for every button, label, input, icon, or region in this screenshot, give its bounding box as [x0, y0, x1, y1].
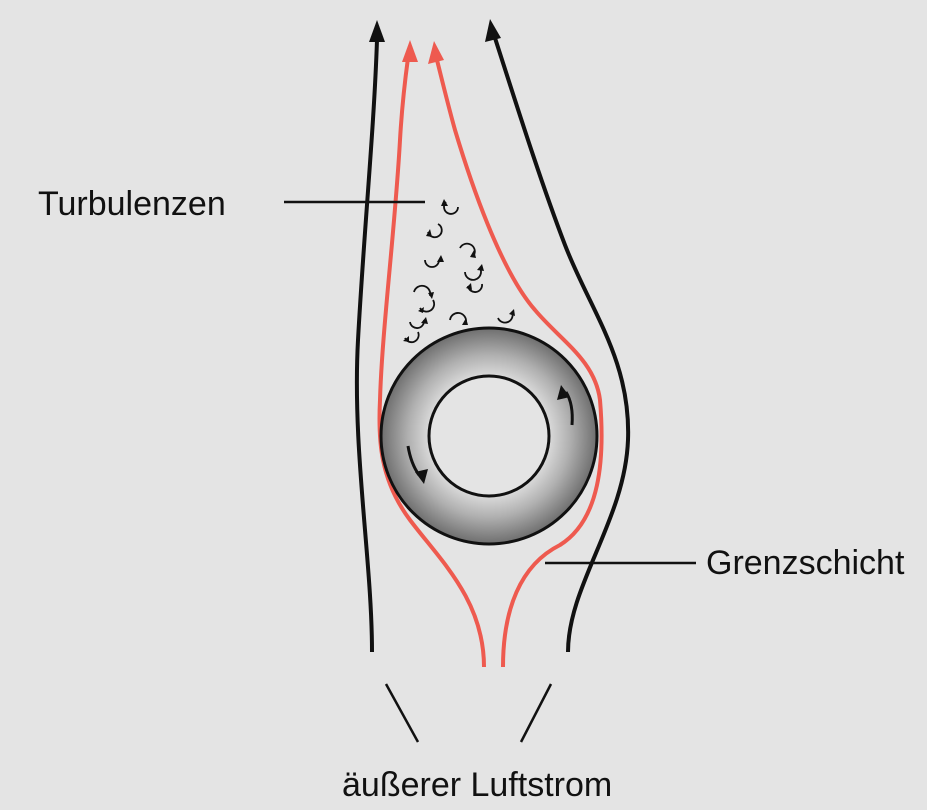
turbulence-label: Turbulenzen: [38, 187, 226, 221]
arrowhead-icon: [428, 41, 444, 64]
cylinder-hole: [429, 376, 549, 496]
arrowhead-icon: [485, 19, 501, 42]
swirl-arrow-icon: [450, 313, 466, 322]
arrowhead-icon: [369, 20, 385, 42]
swirl-arrow-icon: [410, 320, 424, 328]
swirl-arrow-icon: [414, 286, 430, 296]
arrowhead-icon: [402, 40, 418, 62]
swirl-arrow-icon: [425, 260, 439, 267]
outer-airflow-label: äußerer Luftstrom: [342, 768, 612, 802]
swirl-arrowheads: [403, 199, 515, 342]
turbulence-swirls: [405, 202, 513, 342]
boundary-layer-label: Grenzschicht: [706, 546, 904, 580]
airflow-pointer-left: [386, 684, 418, 742]
airflow-pointer-right: [521, 684, 551, 742]
outer-streamline-left: [357, 40, 377, 652]
